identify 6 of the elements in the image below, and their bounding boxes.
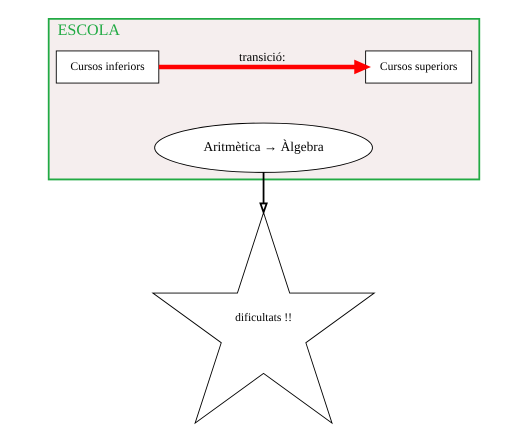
node-box: Cursos inferiors: [56, 50, 160, 84]
node-ellipse: Aritmètica → Àlgebra: [154, 122, 373, 173]
arrow: [259, 172, 268, 216]
arrow: [158, 60, 371, 74]
edge-label: transició:: [239, 50, 286, 64]
node-box: Cursos superiors: [365, 50, 472, 84]
